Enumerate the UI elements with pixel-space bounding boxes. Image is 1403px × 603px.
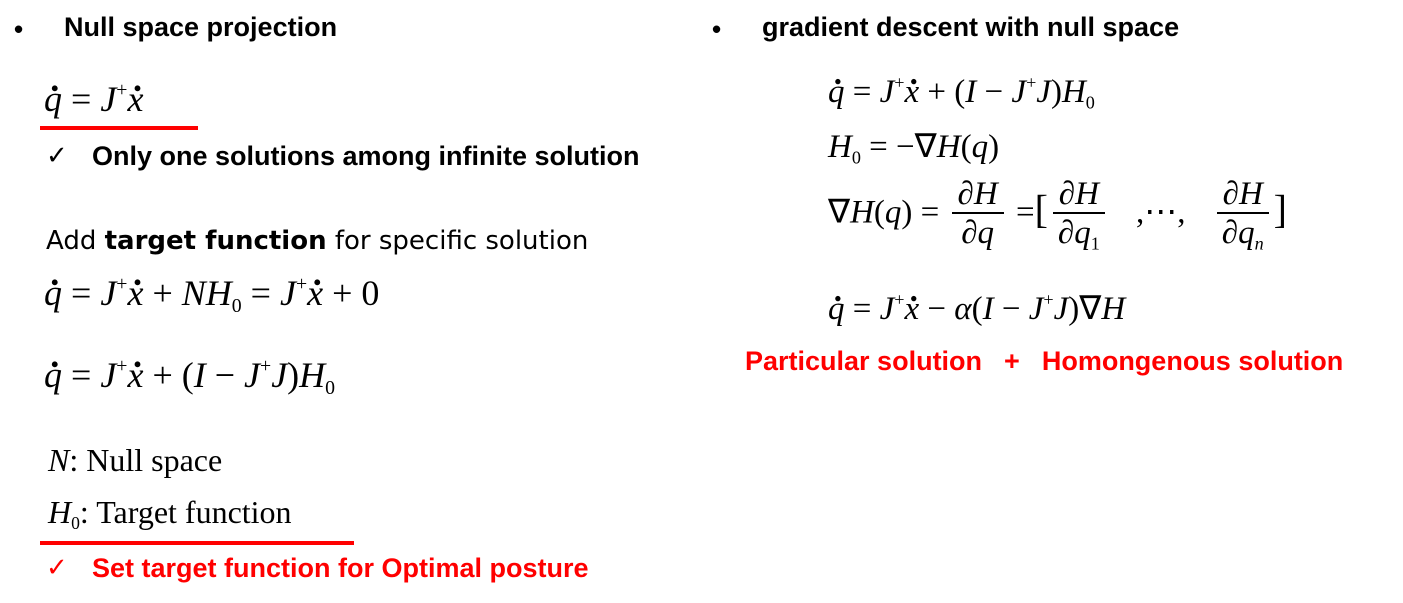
right-heading: gradient descent with null space: [762, 12, 1180, 42]
solution-summary: Particular solution + Homongenous solution: [745, 346, 1343, 377]
equation-gradient-1: q = J+x + (I − J+J)H0: [828, 56, 1095, 112]
fraction-dh-dqn: ∂H∂qn: [1216, 176, 1270, 254]
add-prefix: Add: [46, 226, 105, 256]
legend-h-symbol: H: [48, 494, 72, 530]
underline-equation-1: [40, 126, 198, 130]
fraction-dh-dq: ∂H∂q: [951, 176, 1004, 254]
equation-null-space-1: q = J+x + NH0 = J+x + 0: [44, 252, 379, 316]
legend-h-text: : Target function: [79, 494, 292, 530]
add-target-function-line: Add target function for specific solutio…: [46, 226, 588, 256]
check-icon-red: ✓: [46, 552, 68, 582]
legend-h0: H0: Target function: [48, 494, 292, 534]
legend-n-symbol: N: [48, 442, 70, 478]
note-one-solution: Only one solutions among infinite soluti…: [92, 141, 640, 171]
equation-gradient-update: q = J+x − α(I − J+J)∇H: [828, 273, 1125, 328]
underline-legend: [40, 541, 354, 545]
legend-n-text: : Null space: [69, 442, 223, 478]
equation-null-space-2: q = J+x + (I − J+J)H0: [44, 334, 335, 398]
equation-pseudo-inverse: q = J+x: [44, 58, 143, 120]
fraction-dh-dq1: ∂H∂q1: [1052, 176, 1106, 254]
left-bullet: •: [14, 14, 24, 44]
legend-n: N: Null space: [48, 442, 222, 479]
add-suffix: for specific solution: [326, 226, 589, 256]
check-icon: ✓: [46, 140, 68, 170]
note-optimal-posture: Set target function for Optimal posture: [92, 553, 589, 583]
equation-h0-definition: H0 = −∇H(q): [828, 129, 1000, 168]
homogenous-solution-label: Homongenous solution: [1041, 346, 1344, 376]
legend-h-sub: 0: [71, 513, 80, 534]
right-bullet: •: [712, 14, 722, 44]
plus-sign: +: [1004, 346, 1020, 376]
left-heading: Null space projection: [64, 12, 338, 42]
add-bold-term: target function: [104, 226, 327, 256]
equation-gradient-vector: ∇H(q) = ∂H∂q =[∂H∂q1 ,⋯, ∂H∂qn]: [828, 176, 1287, 254]
particular-solution-label: Particular solution: [745, 346, 983, 376]
